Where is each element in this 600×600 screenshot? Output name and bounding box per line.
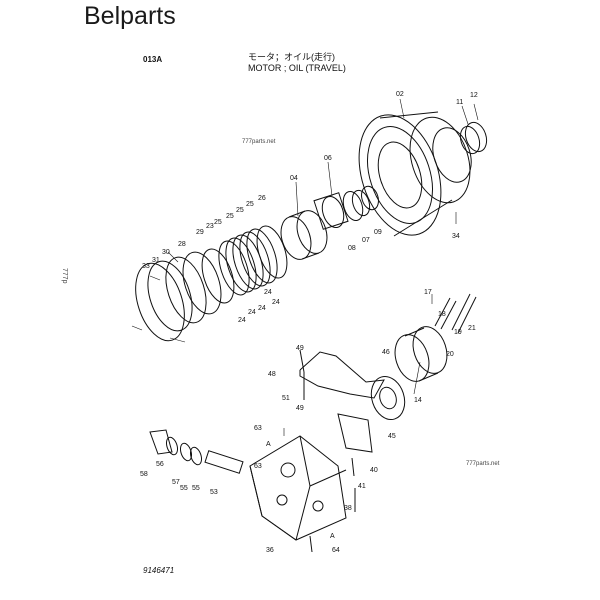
callout: 19 [454, 329, 462, 336]
callout: 07 [362, 237, 370, 244]
callout: A [266, 441, 271, 448]
callout: 26 [258, 195, 266, 202]
callout: 40 [370, 467, 378, 474]
bolts [299, 349, 356, 553]
callout: 24 [258, 305, 266, 312]
callout: 57 [172, 479, 180, 486]
callout: 63 [254, 425, 262, 432]
callout: 20 [446, 351, 454, 358]
relief-valve-53-58 [149, 429, 244, 474]
title-english: MOTOR ; OIL (TRAVEL) [248, 63, 346, 73]
callout: 08 [348, 245, 356, 252]
callout: 45 [388, 433, 396, 440]
callout: 25 [214, 219, 222, 226]
callout: 64 [332, 547, 340, 554]
callout: 09 [374, 229, 382, 236]
callout: 49 [296, 345, 304, 352]
reducer-housing-drawing [358, 111, 472, 237]
brake-discs-24-26 [218, 225, 288, 296]
drawing-number: 9146471 [143, 566, 175, 575]
callout: 51 [282, 395, 290, 402]
leader-lines [131, 98, 479, 436]
callout: 36 [266, 547, 274, 554]
valve-body-36 [249, 435, 347, 541]
callout: 25 [226, 213, 234, 220]
callout: A [330, 533, 335, 540]
callout: 21 [468, 325, 476, 332]
callout: 58 [140, 471, 148, 478]
watermark-text: 777parts.net [242, 139, 276, 145]
bearings-06-09 [313, 185, 379, 230]
swash-plate-45 [370, 376, 406, 420]
diagram-code: 013A [143, 55, 163, 64]
bracket-48 [299, 351, 385, 399]
callout: 24 [248, 309, 256, 316]
callout: 31 [152, 257, 160, 264]
callout: 48 [268, 371, 276, 378]
callout: 04 [290, 175, 298, 182]
callout: 53 [210, 489, 218, 496]
callout: 24 [238, 317, 246, 324]
callout: 29 [196, 229, 204, 236]
callout-labels: 02 11 12 06 04 26 25 25 25 25 24 24 24 2… [140, 91, 478, 554]
callout: 12 [470, 92, 478, 99]
callout: 56 [156, 461, 164, 468]
callout: 11 [456, 99, 463, 106]
callout: 02 [396, 91, 404, 98]
callout: 18 [438, 311, 446, 318]
callout: 24 [264, 289, 272, 296]
brand-logo-text: Belparts [84, 2, 176, 30]
callout: 14 [414, 397, 422, 404]
callout: 63 [254, 463, 262, 470]
title-japanese: モータ；オイル(走行) [248, 52, 335, 62]
callout: 23 [206, 223, 214, 230]
callout: 25 [236, 207, 244, 214]
callout: 17 [424, 289, 432, 296]
callout: 55 [180, 485, 188, 492]
callout: 24 [272, 299, 280, 306]
callout: 30 [162, 249, 170, 256]
rings-23-33 [135, 248, 235, 342]
callout: 41 [358, 483, 366, 490]
callout: 25 [246, 201, 254, 208]
callout: 46 [382, 349, 390, 356]
callout: 33 [142, 263, 150, 270]
callout: 55 [192, 485, 200, 492]
callout: 34 [452, 233, 460, 240]
valve-plate-14 [394, 326, 448, 382]
spool-parts-17-21 [434, 293, 477, 334]
callout: 06 [324, 155, 332, 162]
callout: 28 [178, 241, 186, 248]
watermark-text: 777parts.net [466, 461, 500, 467]
callout: 38 [344, 505, 352, 512]
callout: 49 [296, 405, 304, 412]
cover-plate-40 [337, 413, 373, 453]
seal-rings-11-12 [459, 121, 488, 155]
